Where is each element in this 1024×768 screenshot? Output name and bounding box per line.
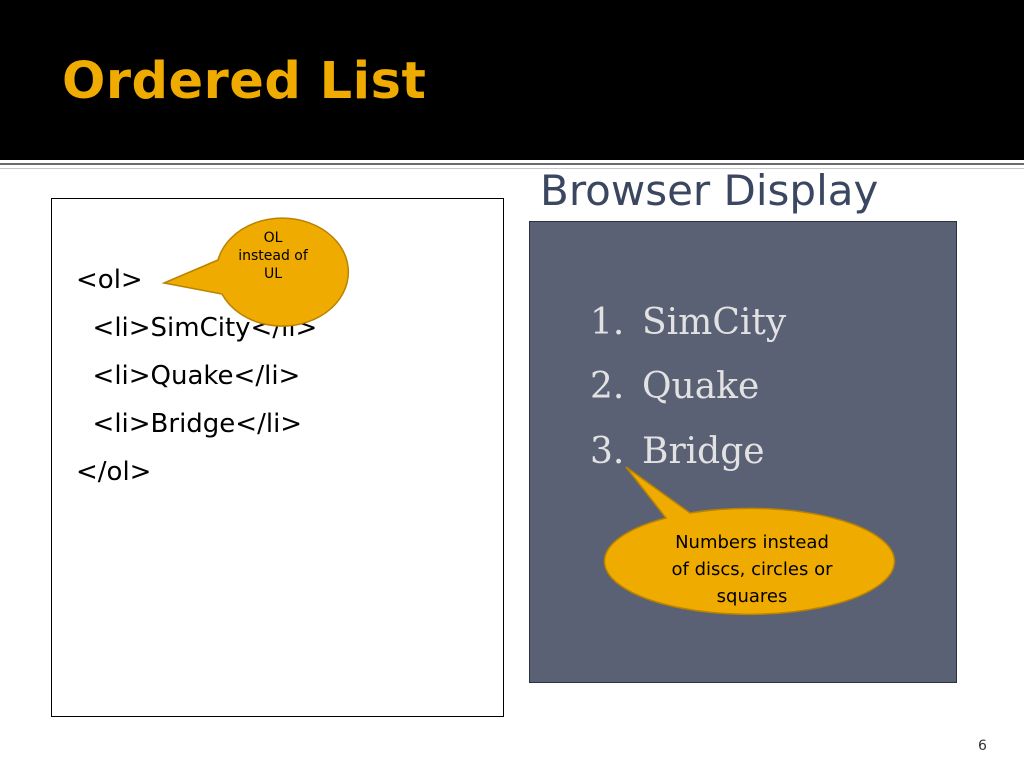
code-line: <li>Quake</li> [76,361,301,391]
ordered-list-item: 1. SimCity [590,302,786,343]
ordered-list-item: 3. Bridge [590,431,765,472]
browser-display-heading: Browser Display [540,166,879,215]
code-line: <ol> [76,265,143,295]
list-item-number: 3. [590,431,625,472]
title-bar: Ordered List [0,0,1024,160]
code-line: <li>SimCity</li> [76,313,318,343]
list-item-number: 2. [590,366,625,407]
list-item-label: SimCity [642,302,787,343]
slide-title: Ordered List [62,52,427,111]
list-item-number: 1. [590,302,625,343]
divider-line [0,163,1024,165]
callout-ol-text: OL instead of UL [238,230,308,282]
callout-numbers-text: Numbers instead of discs, circles or squ… [671,532,833,607]
code-line: <li>Bridge</li> [76,409,303,439]
code-line: </ol> [76,457,152,487]
list-item-label: Bridge [642,431,765,472]
page-number: 6 [978,738,987,754]
ordered-list-item: 2. Quake [590,366,759,407]
divider-line-secondary [0,168,1024,169]
list-item-label: Quake [642,366,760,407]
